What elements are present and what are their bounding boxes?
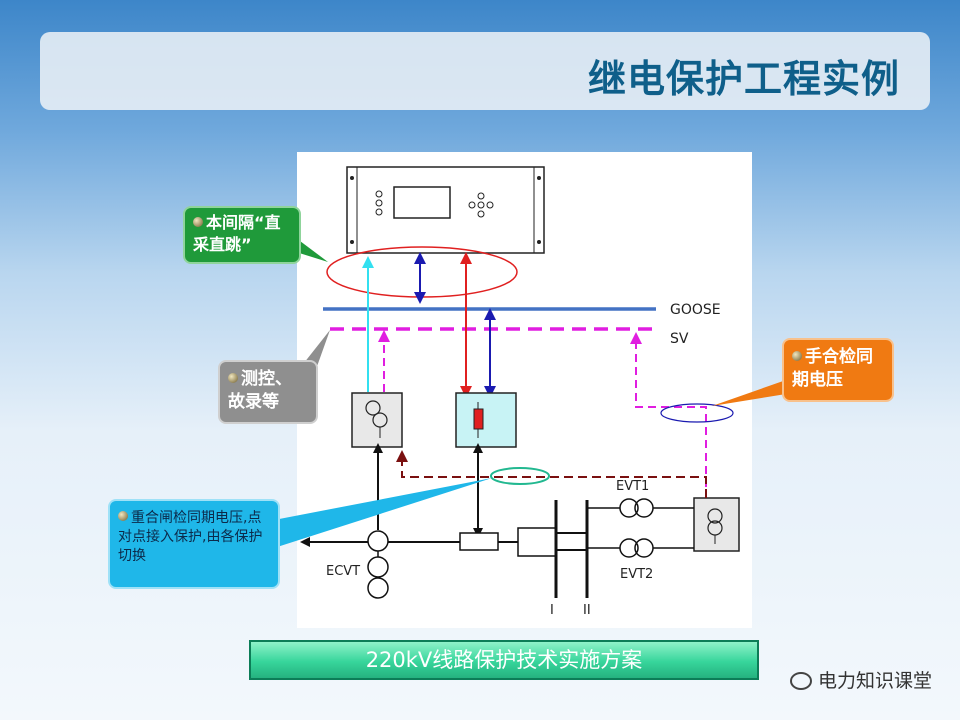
- caption-bar: 220kV线路保护技术实施方案: [249, 640, 759, 680]
- callout-pointer-sync: [712, 380, 786, 406]
- slide-title: 继电保护工程实例: [587, 57, 900, 101]
- evt1-label: EVT1: [616, 479, 649, 494]
- disconnector-box: [517, 527, 557, 557]
- sv-label: SV: [670, 331, 689, 347]
- merging-unit: [351, 392, 403, 448]
- callout-direct-sample-text: 本间隔“直采直跳”: [193, 213, 281, 254]
- goose-label: GOOSE: [670, 302, 721, 318]
- ecvt-coil-2: [367, 556, 389, 578]
- reclose-sync-ellipse: [490, 467, 550, 485]
- ecvt-coil-3: [367, 577, 389, 599]
- callout-manual-sync: 手合检同期电压: [782, 338, 894, 402]
- callout-reclose-sync: 重合闸检同期电压,点对点接入保护,由各保护切换: [108, 499, 280, 589]
- wechat-icon: [789, 672, 812, 690]
- bullet-icon: [193, 217, 203, 227]
- evt-sv-link: [635, 338, 707, 500]
- ecvt-coil-1: [367, 530, 389, 552]
- evt2-coil-1: [619, 538, 639, 558]
- watermark: 电力知识课堂: [789, 666, 932, 693]
- watermark-text: 电力知识课堂: [817, 670, 932, 692]
- callout-direct-sample: 本间隔“直采直跳”: [183, 206, 301, 264]
- ecvt-label: ECVT: [326, 564, 360, 579]
- evt-merging-unit: [693, 497, 740, 552]
- callout-pointer-direct: [296, 238, 328, 262]
- sync-path-arrowhead: [396, 450, 408, 462]
- bullet-icon: [792, 351, 802, 361]
- callout-manual-sync-text: 手合检同期电压: [792, 347, 873, 390]
- intelligent-terminal: [455, 392, 517, 448]
- callout-measure-record: 测控、故录等: [218, 360, 318, 424]
- busbar-1-label: I: [550, 603, 554, 618]
- callout-pointer-reclose: [274, 478, 492, 548]
- evt-sv-arrowhead: [630, 332, 642, 344]
- manual-sync-ellipse: [660, 403, 734, 423]
- device-screen: [393, 186, 451, 219]
- callout-reclose-sync-text: 重合闸检同期电压,点对点接入保护,由各保护切换: [118, 510, 263, 564]
- direct-link-ellipse: [326, 246, 518, 298]
- bullet-icon: [118, 511, 128, 521]
- title-band: [40, 32, 930, 110]
- sync-voltage-path: [401, 454, 707, 498]
- callout-measure-record-text: 测控、故录等: [228, 369, 292, 412]
- breaker-box: [459, 532, 499, 551]
- bullet-icon: [228, 373, 238, 383]
- protection-device: [346, 166, 545, 254]
- evt2-label: EVT2: [620, 567, 653, 582]
- busbar-2-label: II: [583, 603, 591, 618]
- evt1-coil-1: [619, 498, 639, 518]
